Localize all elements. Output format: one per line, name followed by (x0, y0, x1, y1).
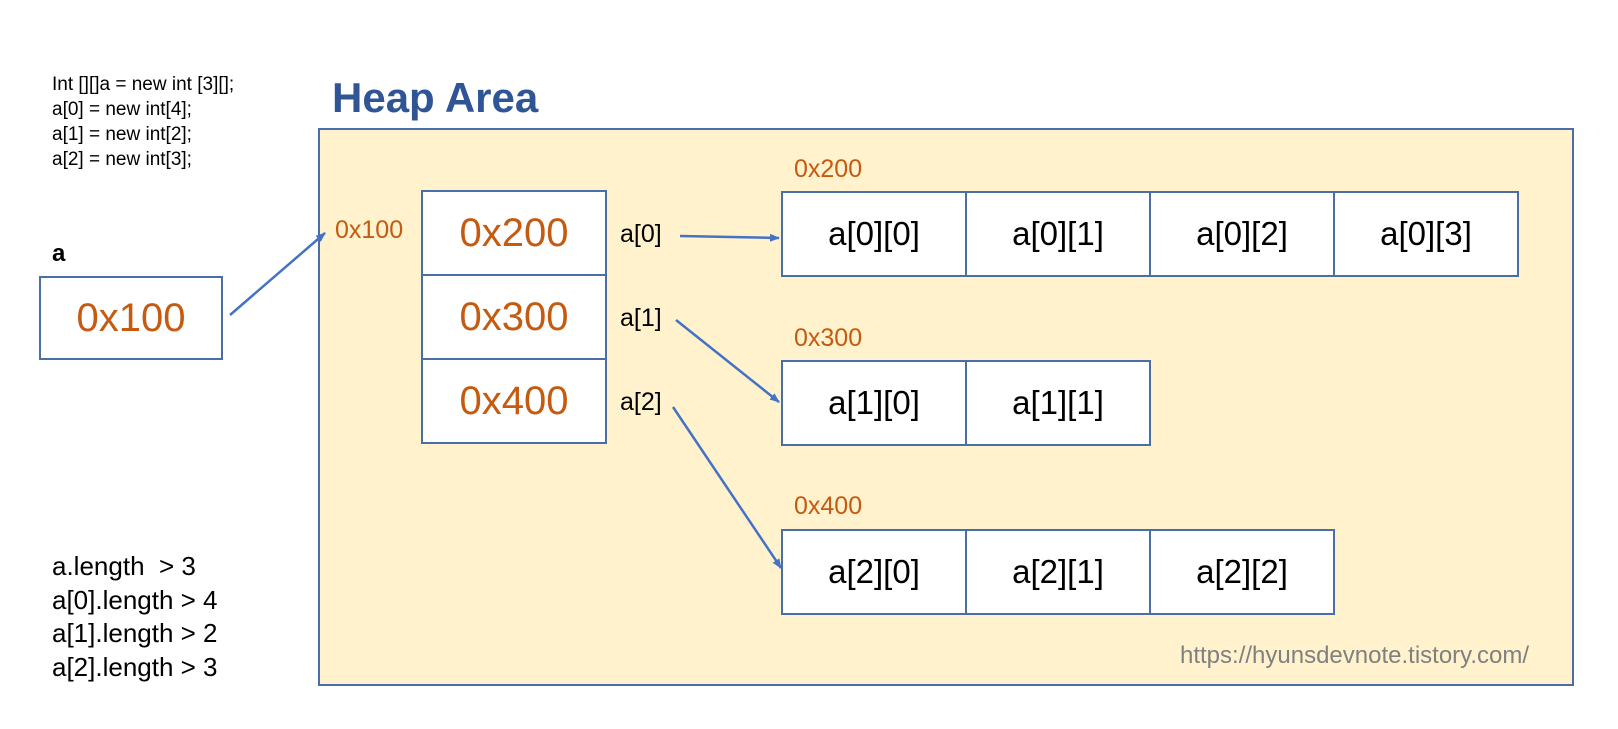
array-element-cell: a[0][3] (1333, 191, 1519, 277)
array-element-cell: a[0][2] (1149, 191, 1335, 277)
code-line: a[1] = new int[2]; (52, 124, 192, 145)
variable-value-box: 0x100 (39, 276, 223, 360)
code-line: a[2] = new int[3]; (52, 149, 192, 170)
inner-array-address: 0x200 (794, 155, 863, 183)
inner-array-address: 0x400 (794, 492, 863, 520)
length-line: a[2].length > 3 (52, 651, 218, 682)
length-line: a.length > 3 (52, 551, 196, 581)
code-line: Int [][]a = new int [3][]; (52, 74, 235, 95)
index-label: a[2] (620, 388, 662, 416)
heap-title: Heap Area (332, 74, 539, 121)
array-element-cell: a[0][1] (965, 191, 1151, 277)
variable-name: a (52, 240, 66, 267)
index-label: a[0] (620, 220, 662, 248)
inner-array-address: 0x300 (794, 324, 863, 352)
arrow-a0-to-array (679, 233, 780, 242)
code-snippet: Int [][]a = new int [3][]; a[0] = new in… (52, 72, 234, 172)
arrow-a1-to-array (675, 319, 780, 403)
length-line: a[1].length > 2 (52, 618, 218, 648)
length-line: a[0].length > 4 (52, 584, 218, 615)
array-element-cell: a[2][1] (965, 529, 1151, 615)
outer-array-cell: 0x400 (421, 358, 607, 444)
arrow-a2-to-array (671, 406, 783, 569)
index-label: a[1] (620, 304, 662, 332)
array-element-cell: a[2][0] (781, 529, 967, 615)
array-element-cell: a[0][0] (781, 191, 967, 277)
length-notes: a.length > 3 a[0].length > 4 a[1].length… (52, 550, 218, 684)
array-element-cell: a[1][0] (781, 360, 967, 446)
arrow-var-to-outer (229, 232, 326, 316)
array-element-cell: a[1][1] (965, 360, 1151, 446)
code-line: a[0] = new int[4]; (52, 99, 192, 120)
array-element-cell: a[2][2] (1149, 529, 1335, 615)
watermark-url: https://hyunsdevnote.tistory.com/ (1180, 642, 1530, 669)
outer-array-address: 0x100 (335, 216, 404, 244)
